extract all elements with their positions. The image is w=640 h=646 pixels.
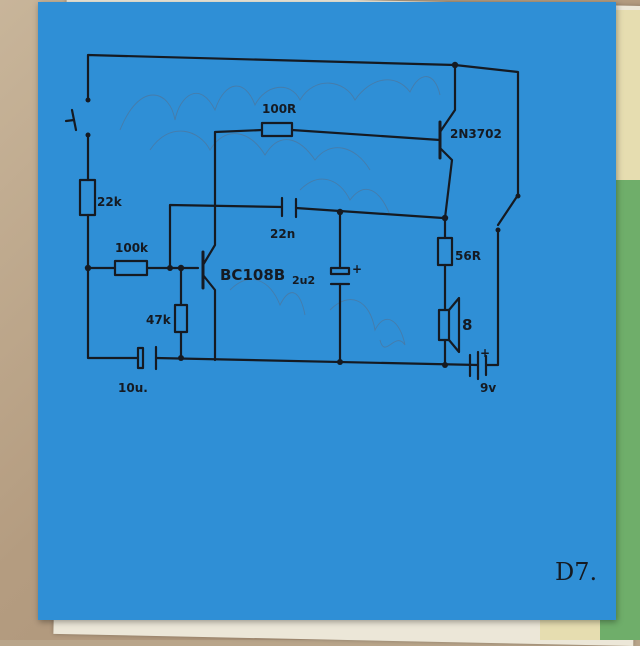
junction-dot: [178, 355, 184, 361]
junction-dot: [441, 214, 449, 222]
junctions: [84, 61, 459, 368]
label-10u: 10u.: [118, 381, 148, 395]
label-2u2: 2u2: [292, 274, 315, 287]
label-2n3702: 2N3702: [450, 127, 502, 141]
speaker-icon: [437, 296, 461, 354]
label-speaker-8: 8: [462, 316, 472, 334]
junction-dot: [167, 265, 173, 271]
resistor-22k-icon: [78, 178, 97, 217]
label-bc108b: BC108B: [220, 266, 285, 284]
label-battery-plus: +: [480, 346, 490, 360]
battery-icon: [468, 350, 488, 381]
power-switch-icon: [495, 193, 521, 233]
capacitor-22n-icon: [280, 196, 298, 219]
label-22k: 22k: [97, 195, 123, 209]
junction-dot: [337, 359, 343, 365]
junction-dot: [84, 264, 92, 272]
resistor-100r-icon: [260, 121, 294, 138]
junction-dot: [451, 61, 459, 69]
capacitor-10u-icon: [136, 345, 158, 371]
sheet-corner-label: D7.: [555, 558, 597, 586]
label-47k: 47k: [146, 313, 172, 327]
label-9v: 9v: [480, 381, 496, 395]
push-switch-icon: [64, 97, 91, 138]
label-56r: 56R: [455, 249, 481, 263]
resistor-56r-icon: [436, 236, 454, 267]
resistor-47k-icon: [173, 303, 189, 334]
label-100r: 100R: [262, 102, 296, 116]
label-2u2-plus: +: [352, 262, 362, 276]
label-22n: 22n: [270, 227, 295, 241]
junction-dot: [177, 264, 185, 272]
resistor-100k-icon: [113, 259, 149, 277]
label-100k: 100k: [115, 241, 149, 255]
junction-dot: [336, 208, 344, 216]
capacitor-2u2-icon: [329, 266, 351, 286]
junction-dot: [442, 362, 448, 368]
pencil-watermark: [119, 76, 441, 348]
